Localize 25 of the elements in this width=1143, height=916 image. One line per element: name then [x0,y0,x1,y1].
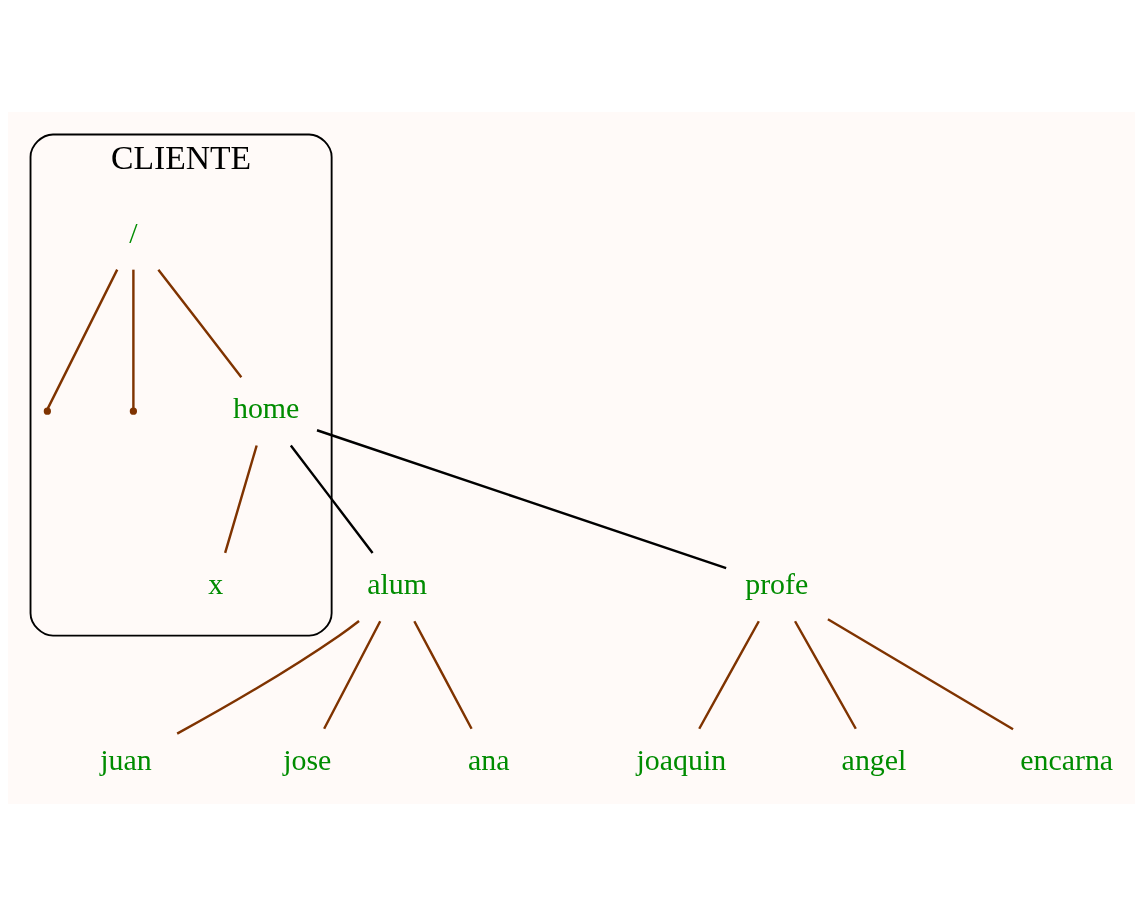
node-text: home [232,391,300,425]
connector [698,620,760,730]
node-text: ana [467,742,510,776]
connector [289,444,374,554]
connector [132,269,135,409]
node-text: angel [841,742,907,776]
node-text: profe [745,567,809,601]
node-text: jose [283,742,332,776]
node-point [129,407,137,415]
connector [323,620,382,730]
connector [223,445,258,554]
node-point [43,407,51,415]
connector [176,619,360,735]
connector [827,618,1014,731]
connector [316,429,727,570]
node-text: x [208,567,224,601]
connector [794,620,857,730]
node-text: encarna [1020,742,1114,776]
node-text: alum [367,567,427,601]
node-text: / [129,215,138,249]
node-text: juan [100,742,152,776]
connector [157,268,243,378]
connector [46,269,119,409]
connector [413,620,473,730]
node-text: joaquin [636,742,727,776]
